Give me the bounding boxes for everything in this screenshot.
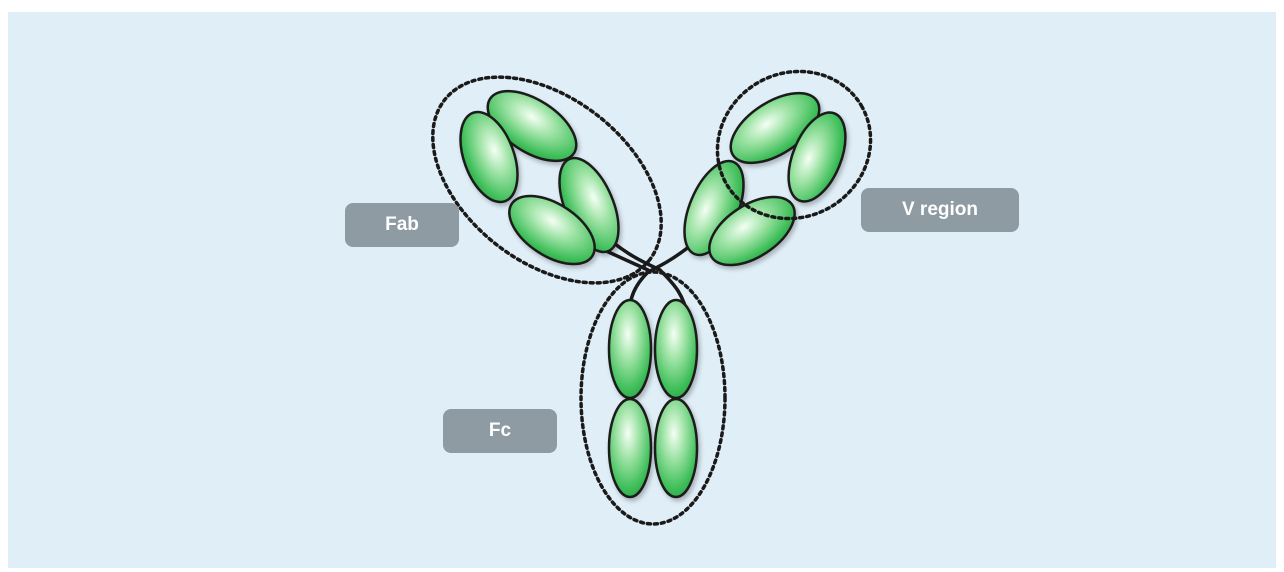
fab-arm bbox=[449, 77, 630, 278]
fc-ch3-right-domain bbox=[655, 399, 697, 497]
fab-label: Fab bbox=[345, 203, 459, 247]
fab-region-outline bbox=[394, 35, 700, 324]
fc-region-outline bbox=[581, 272, 725, 524]
fc-ch2-right-domain bbox=[655, 300, 697, 398]
v-region-label: V region bbox=[861, 188, 1019, 232]
v-region-arm bbox=[672, 79, 856, 279]
fc-label: Fc bbox=[443, 409, 557, 453]
fc-ch2-left-domain bbox=[609, 300, 651, 398]
fc-ch3-left-domain bbox=[609, 399, 651, 497]
fc-stem bbox=[609, 300, 697, 497]
